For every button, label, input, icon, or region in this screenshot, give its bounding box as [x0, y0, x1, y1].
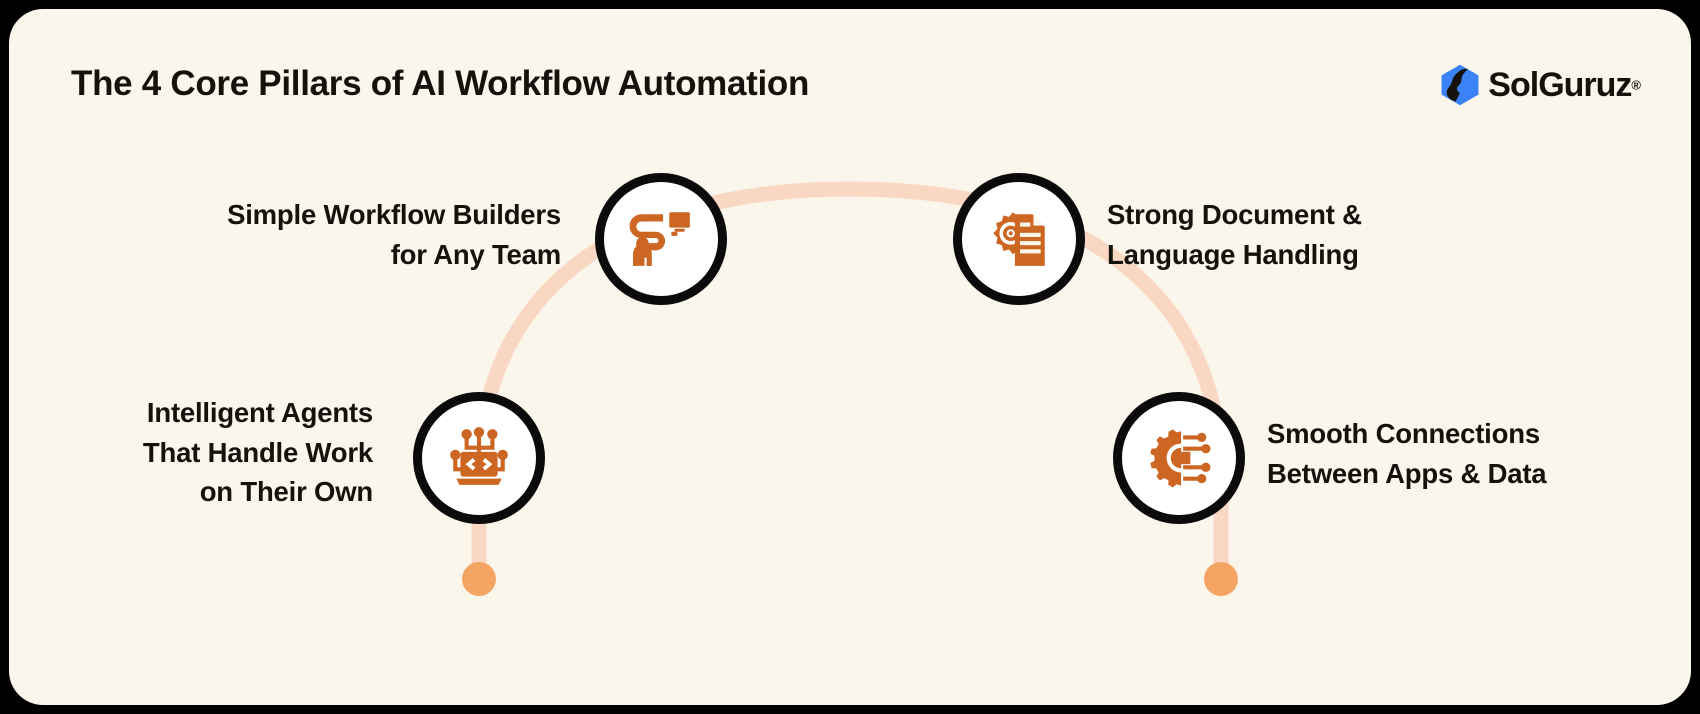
pillar-label-smooth-connections: Smooth Connections Between Apps & Data [1267, 418, 1547, 489]
workflow-person-screen-icon [629, 212, 690, 266]
arc-end-dot-left [462, 562, 496, 596]
brand-logo: SolGuruz® [1438, 61, 1641, 109]
logo-text: SolGuruz [1488, 66, 1632, 104]
logo-wordmark: SolGuruz® [1488, 68, 1641, 102]
logo-trademark: ® [1631, 77, 1641, 93]
pillar-node-strong-document-language-handling[interactable] [953, 173, 1085, 305]
page-title: The 4 Core Pillars of AI Workflow Automa… [71, 64, 810, 103]
pillar-node-simple-workflow-builders[interactable] [595, 173, 727, 305]
gear-circuit-nodes-icon [1150, 429, 1211, 488]
arc-end-dot-right [1204, 562, 1238, 596]
gear-document-icon [993, 212, 1045, 266]
connector-arc [462, 181, 1238, 596]
laptop-code-circuit-icon [450, 427, 508, 485]
pillar-label-strong-document-language-handling: Strong Document & Language Handling [1107, 199, 1362, 270]
pillar-node-smooth-connections[interactable] [1113, 392, 1245, 524]
pillar-label-intelligent-agents: Intelligent Agents That Handle Work on T… [142, 397, 373, 508]
pillar-node-intelligent-agents[interactable] [413, 392, 545, 524]
solguruz-logo-mark-icon [1441, 64, 1479, 106]
pillar-label-simple-workflow-builders: Simple Workflow Builders for Any Team [227, 199, 561, 270]
infographic-card: The 4 Core Pillars of AI Workflow Automa… [9, 9, 1691, 705]
